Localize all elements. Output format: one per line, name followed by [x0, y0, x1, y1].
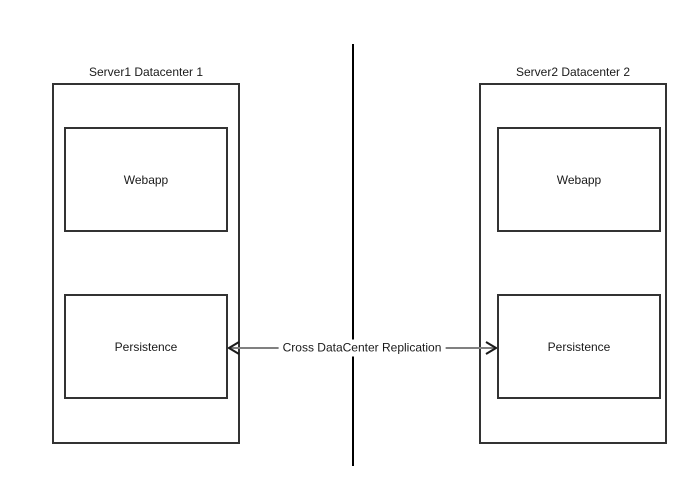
right-webapp-label: Webapp	[556, 172, 602, 187]
left-webapp-label: Webapp	[123, 172, 169, 187]
right-persistence-box: Persistence	[497, 294, 661, 399]
right-webapp-box: Webapp	[497, 127, 661, 232]
arrowhead-right-icon	[485, 341, 497, 355]
left-webapp-box: Webapp	[64, 127, 228, 232]
right-server-title: Server2 Datacenter 2	[515, 65, 631, 79]
datacenter-divider-line	[352, 44, 354, 466]
left-persistence-box: Persistence	[64, 294, 228, 399]
arrowhead-left-icon	[228, 341, 240, 355]
left-persistence-label: Persistence	[114, 339, 178, 354]
replication-arrow-label: Cross DataCenter Replication	[278, 339, 446, 357]
right-persistence-label: Persistence	[547, 339, 611, 354]
left-server-title: Server1 Datacenter 1	[88, 65, 204, 79]
